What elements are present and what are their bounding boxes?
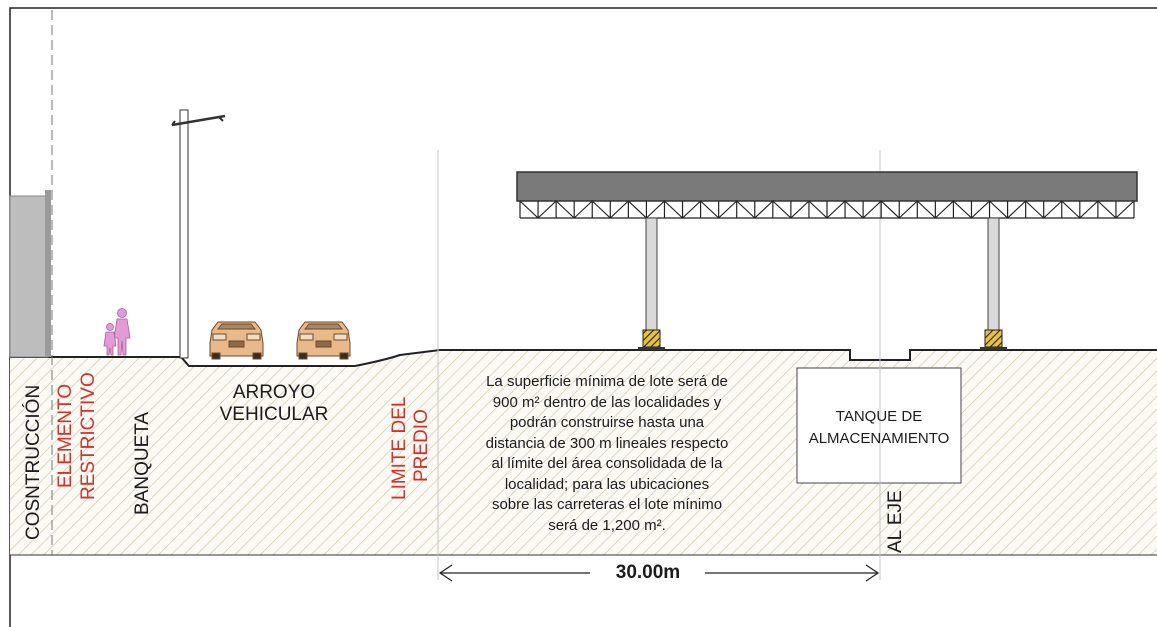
note-line: La superficie mínima de lote será de bbox=[486, 373, 728, 390]
note-line: podrán construirse hasta una bbox=[509, 414, 705, 431]
label-tanque: TANQUE DE ALMACENAMIENTO bbox=[800, 406, 958, 450]
canopy-roof bbox=[516, 171, 1138, 202]
car-1 bbox=[209, 321, 264, 360]
label-banqueta: BANQUETA bbox=[132, 411, 153, 515]
column-base-left bbox=[642, 329, 661, 348]
label-limite: LIMITE DEL bbox=[389, 396, 410, 500]
note-line: 900 m² dentro de las localidades y bbox=[492, 393, 722, 411]
label-arroyo-line2: VEHICULAR bbox=[219, 404, 329, 425]
column-base-right bbox=[984, 329, 1003, 348]
label-tanque-line1: TANQUE DE bbox=[835, 408, 923, 425]
canopy-column-left bbox=[645, 217, 658, 331]
label-arroyo-line1: ARROYO bbox=[232, 382, 316, 403]
dimension-label: 30.00m bbox=[615, 562, 681, 583]
canopy-truss bbox=[519, 200, 1135, 219]
ground-surface-line bbox=[10, 349, 1157, 367]
label-tanque-line2: ALMACENAMIENTO bbox=[808, 430, 950, 447]
pedestrians bbox=[103, 308, 131, 356]
car-2 bbox=[296, 321, 351, 360]
label-restrictivo: RESTRICTIVO bbox=[78, 372, 99, 500]
note-line: sobre las carreteras el lote mínimo bbox=[491, 496, 723, 513]
dimension-line bbox=[438, 564, 880, 582]
label-elemento: ELEMENTO bbox=[55, 383, 76, 488]
canopy-column-right bbox=[987, 217, 1000, 331]
storage-tank bbox=[796, 367, 962, 484]
street-lamp-pole bbox=[179, 109, 189, 359]
note-line: será de 1,200 m². bbox=[548, 516, 666, 534]
lot-requirements-note: La superficie mínima de lote será de 900… bbox=[446, 372, 768, 536]
street-lamp-arm bbox=[171, 114, 226, 127]
label-arroyo: ARROYO VEHICULAR bbox=[200, 382, 348, 426]
note-line: localidad; para las ubicaciones bbox=[504, 475, 710, 493]
label-construccion: COSNTRUCCIÓN bbox=[23, 384, 44, 540]
note-line: distancia de 300 m lineales respecto bbox=[485, 434, 729, 452]
building-wall bbox=[9, 195, 49, 358]
note-line: al límite del área consolidada de la bbox=[491, 455, 723, 472]
label-al-eje: AL EJE bbox=[885, 490, 906, 553]
label-predio: PREDIO bbox=[411, 409, 432, 482]
building-edge bbox=[45, 190, 51, 357]
